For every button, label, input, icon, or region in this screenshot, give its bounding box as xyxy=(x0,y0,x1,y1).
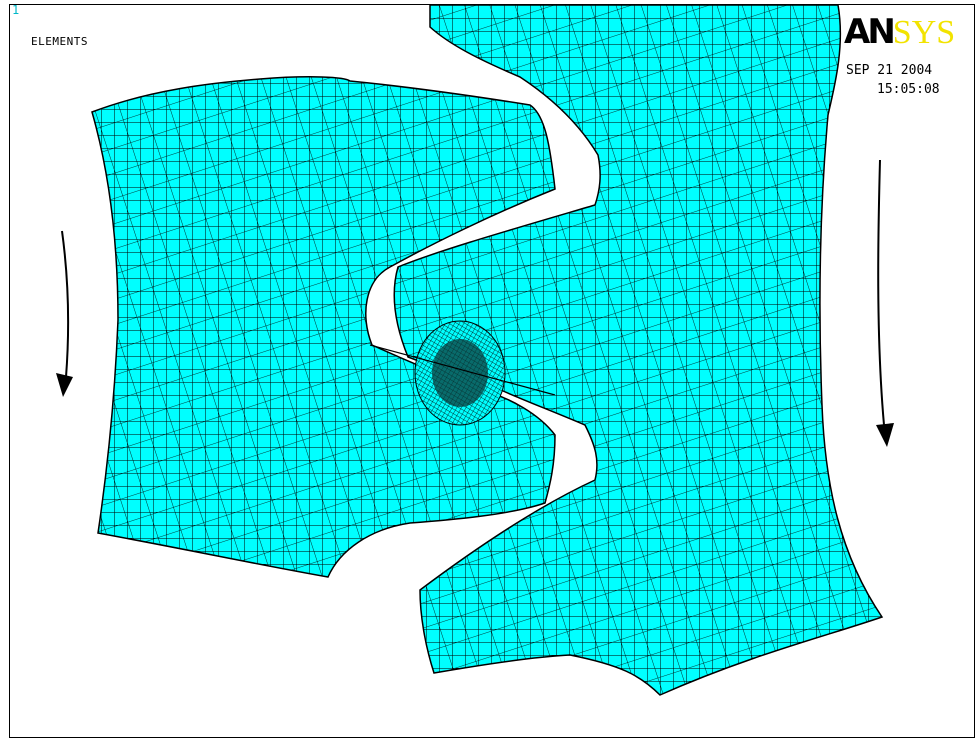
logo-part1: AN xyxy=(844,12,896,52)
window-number: 1 xyxy=(12,4,20,17)
plot-date: SEP 21 2004 xyxy=(846,63,933,78)
left-rotation-arrow-icon xyxy=(56,230,73,397)
left-gear-segment xyxy=(91,76,556,578)
plot-label: ELEMENTS xyxy=(31,35,88,48)
element-mesh-plot xyxy=(56,5,894,696)
contact-refinement-zone xyxy=(369,320,556,426)
graphics-window: 1 ELEMENTS ANSYS SEP 21 2004 15:05:08 xyxy=(9,4,975,738)
logo-part2: SYS xyxy=(892,14,956,51)
ansys-logo: ANSYS xyxy=(844,13,955,51)
right-rotation-arrow-icon xyxy=(876,159,894,447)
plot-time: 15:05:08 xyxy=(877,82,940,97)
right-gear-segment xyxy=(393,5,884,696)
